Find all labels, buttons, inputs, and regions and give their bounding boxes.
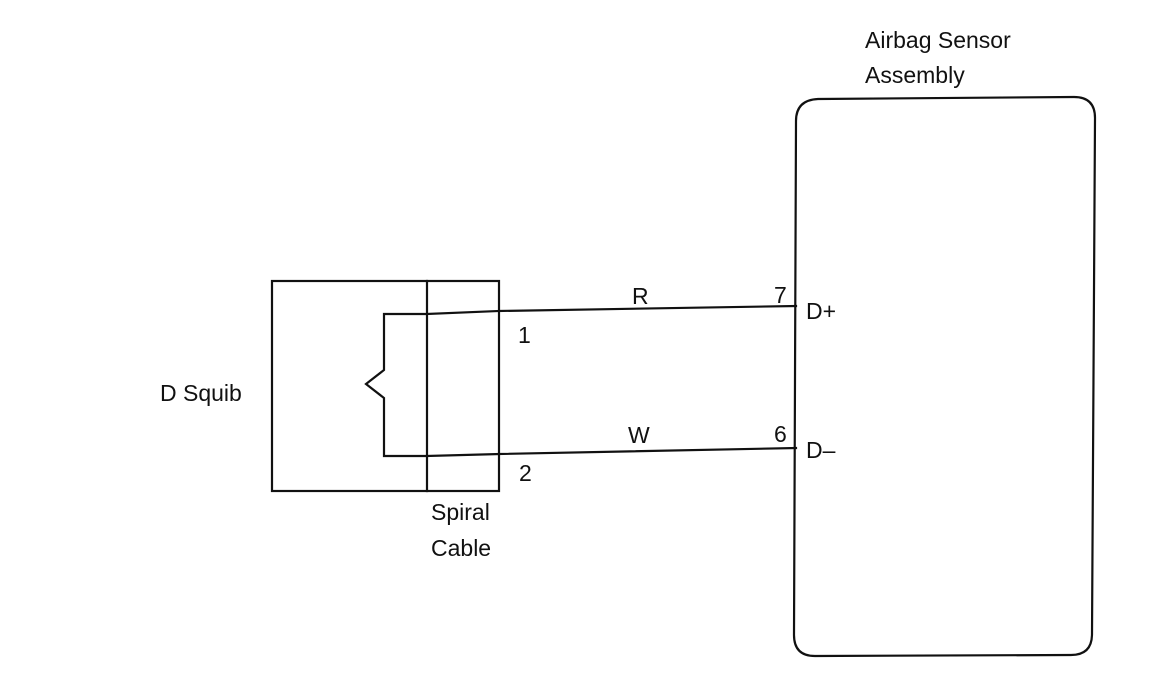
wire-color-w-label: W [628, 422, 650, 448]
pin-d-minus-label: D– [806, 437, 836, 463]
d-squib-box [270, 279, 501, 493]
wire-w [497, 446, 798, 456]
terminal-1-label: 1 [518, 322, 531, 348]
spiral-cable-wire-top [425, 309, 501, 316]
airbag-sensor-label-line1: Airbag Sensor [865, 27, 1011, 53]
squib-igniter-symbol [364, 312, 429, 458]
airbag-sensor-assembly-box [792, 95, 1097, 658]
d-squib-label: D Squib [160, 380, 242, 406]
wire-color-r-label: R [632, 283, 649, 309]
terminal-6-label: 6 [774, 421, 787, 447]
pin-d-plus-label: D+ [806, 298, 836, 324]
spiral-cable-wire-bottom [425, 452, 501, 458]
terminal-7-label: 7 [774, 282, 787, 308]
spiral-cable-label-line2: Cable [431, 535, 491, 561]
terminal-2-label: 2 [519, 460, 532, 486]
spiral-cable-label-line1: Spiral [431, 499, 490, 525]
airbag-sensor-label-line2: Assembly [865, 62, 965, 88]
wire-r [497, 304, 798, 313]
